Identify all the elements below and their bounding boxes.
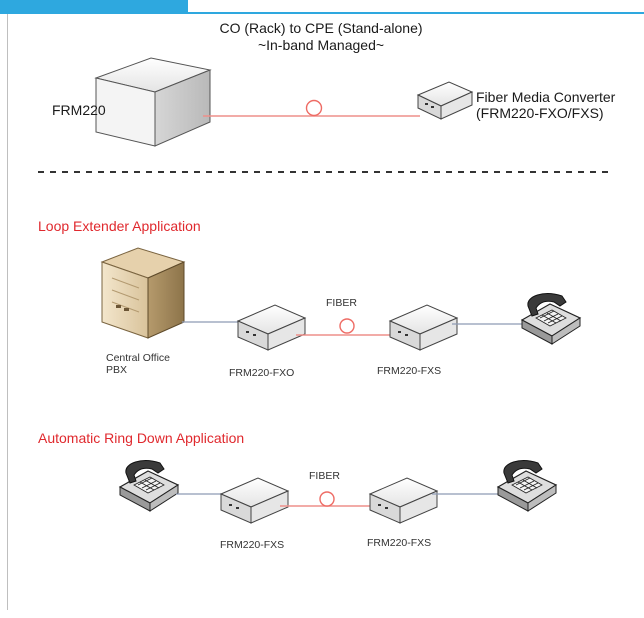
media-converter-icon <box>416 81 474 120</box>
left-margin-rule <box>7 14 8 610</box>
central-office-server-icon <box>100 247 186 339</box>
frm220-fxs-device-icon <box>219 477 290 524</box>
frm220-fxs-device-icon <box>368 477 439 524</box>
fiber-coil-icon <box>339 318 355 334</box>
media-converter-model-label: (FRM220-FXO/FXS) <box>476 105 604 121</box>
header-rule <box>188 12 644 14</box>
pbx-label: PBX <box>106 364 128 376</box>
fiber-label: FIBER <box>309 470 340 482</box>
frm220-fxo-label: FRM220-FXO <box>229 367 295 379</box>
telephone-icon <box>118 460 180 512</box>
central-office-label: Central Office <box>106 352 170 364</box>
frm220-fxs-device-icon <box>388 304 459 351</box>
frm220-fxs-label: FRM220-FXS <box>367 537 432 549</box>
fiber-coil-icon <box>319 491 335 507</box>
fiber-coil-icon <box>305 99 323 117</box>
fiber-label: FIBER <box>326 297 357 309</box>
telephone-icon <box>520 293 582 345</box>
telephone-icon <box>496 460 558 512</box>
frm220-chassis-icon <box>94 57 212 147</box>
frm220-fxo-device-icon <box>236 304 307 351</box>
diagram-title: CO (Rack) to CPE (Stand-alone) <box>219 20 423 36</box>
loop-extender-heading: Loop Extender Application <box>38 218 201 234</box>
frm220-fxs-label: FRM220-FXS <box>377 365 442 377</box>
header-tab <box>0 0 188 14</box>
media-converter-label: Fiber Media Converter <box>476 89 616 105</box>
ring-down-heading: Automatic Ring Down Application <box>38 430 245 446</box>
diagram-subtitle: ~In-band Managed~ <box>257 37 385 53</box>
frm220-fxs-label: FRM220-FXS <box>220 539 285 551</box>
frm220-label: FRM220 <box>52 102 106 118</box>
